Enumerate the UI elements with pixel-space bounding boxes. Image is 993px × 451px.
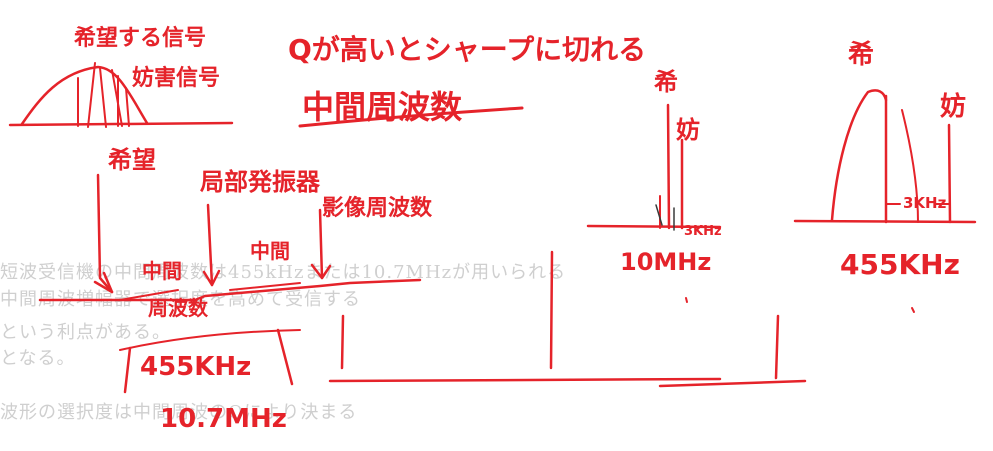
right-curve — [830, 89, 888, 222]
center-dot — [685, 297, 688, 303]
interference-marker-1 — [87, 62, 96, 128]
desired-arrow — [96, 173, 114, 294]
lo-arrow — [206, 203, 214, 287]
note-desired: 希望 — [108, 146, 156, 174]
note-offset-right: 3KHz — [903, 194, 947, 212]
note-local-oscillator: 局部発振器 — [200, 168, 320, 196]
interference-marker-4 — [125, 87, 130, 127]
note-right-freq: 455KHz — [840, 248, 960, 281]
center-dark-mark — [655, 204, 663, 226]
interference-marker-2 — [99, 67, 107, 128]
lower-baseline-ext — [658, 379, 807, 388]
if-left-bracket — [119, 289, 179, 301]
note-if-mid: 中間 — [250, 239, 290, 263]
note-freq-455: 455KHz — [140, 352, 252, 382]
if-underline — [298, 106, 524, 128]
center-baseline — [586, 224, 722, 229]
lower-baseline — [328, 377, 722, 383]
image-arrow-head — [310, 263, 332, 280]
note-if-left: 中間 — [142, 259, 182, 283]
desired-arrow-head — [93, 271, 114, 294]
background-text-line-3: という利点がある。 — [0, 322, 171, 343]
lo-arrow-head — [202, 269, 221, 287]
lower-tick-3 — [774, 314, 780, 380]
background-text-line-5: 波形の選択度は中間周波のQにより決まる — [0, 402, 358, 423]
if-mid-bracket — [229, 282, 301, 291]
freq-455-box-top — [119, 329, 301, 351]
note-center-desired: 希 — [654, 68, 678, 96]
center-desired-line — [666, 103, 671, 230]
note-center-freq: 10MHz — [620, 248, 712, 276]
note-offset-center: 3KHz — [684, 224, 722, 239]
right-dot — [911, 307, 915, 313]
background-text-line-4: となる。 — [0, 348, 76, 369]
lower-tick-1 — [340, 314, 345, 370]
freq-axis — [38, 278, 422, 302]
note-center-interference: 妨 — [676, 116, 700, 144]
note-if-frequency: 中間周波数 — [302, 88, 463, 126]
right-interference-line — [947, 123, 952, 224]
interference-marker-3 — [111, 69, 123, 127]
freq-455-box-left — [123, 346, 132, 394]
selectivity-curve — [20, 65, 149, 126]
image-arrow — [318, 208, 324, 280]
note-image-frequency: 影像周波数 — [322, 196, 433, 221]
note-interference-signal: 妨害信号 — [132, 66, 221, 91]
lower-tick-2 — [549, 250, 554, 370]
note-frequency-word: 周波数 — [148, 296, 208, 320]
freq-455-box-right — [276, 328, 294, 386]
note-q-sharp: Qが高いとシャープに切れる — [288, 33, 647, 66]
note-right-interference: 妨 — [940, 92, 967, 122]
note-right-desired: 希 — [848, 40, 875, 70]
right-passband — [901, 109, 919, 223]
background-text-line-1: 短波受信機の中間周波数は455kHzまたは10.7MHzが用いられる — [0, 262, 567, 283]
note-desired-signal: 希望する信号 — [74, 26, 207, 51]
note-freq-107: 10.7MHz — [160, 404, 287, 434]
